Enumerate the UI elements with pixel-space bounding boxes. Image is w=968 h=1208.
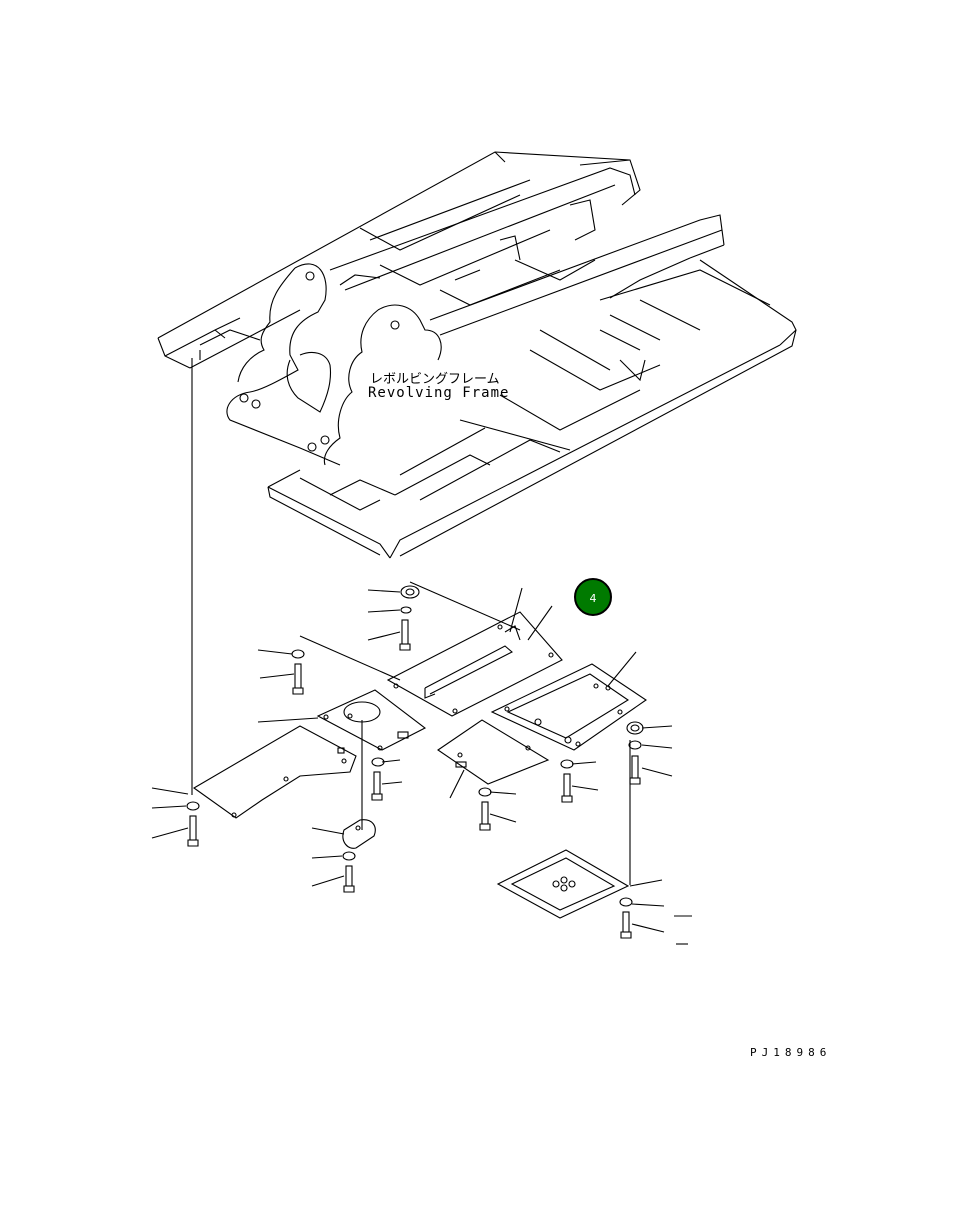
- cover-plate-left: [192, 725, 357, 819]
- frame-label-japanese: レボルビングフレーム: [370, 372, 500, 387]
- alignment-lines: [191, 358, 631, 885]
- fasteners: [186, 585, 644, 939]
- frame-label-english: Revolving Frame: [368, 385, 510, 401]
- leader-lines: [151, 587, 692, 945]
- revolving-frame: [157, 151, 797, 559]
- drawing-code: PJ18986: [750, 1046, 832, 1059]
- cover-plate-small: [437, 719, 550, 785]
- callout-marker[interactable]: 4: [574, 578, 612, 616]
- cover-plate-center: [299, 581, 563, 717]
- callout-number: 4: [589, 592, 597, 605]
- access-cover-small: [342, 819, 376, 849]
- cover-plate-bottom: [496, 849, 630, 919]
- cover-plate-middle: [316, 689, 427, 751]
- cover-plate-right: [490, 663, 647, 751]
